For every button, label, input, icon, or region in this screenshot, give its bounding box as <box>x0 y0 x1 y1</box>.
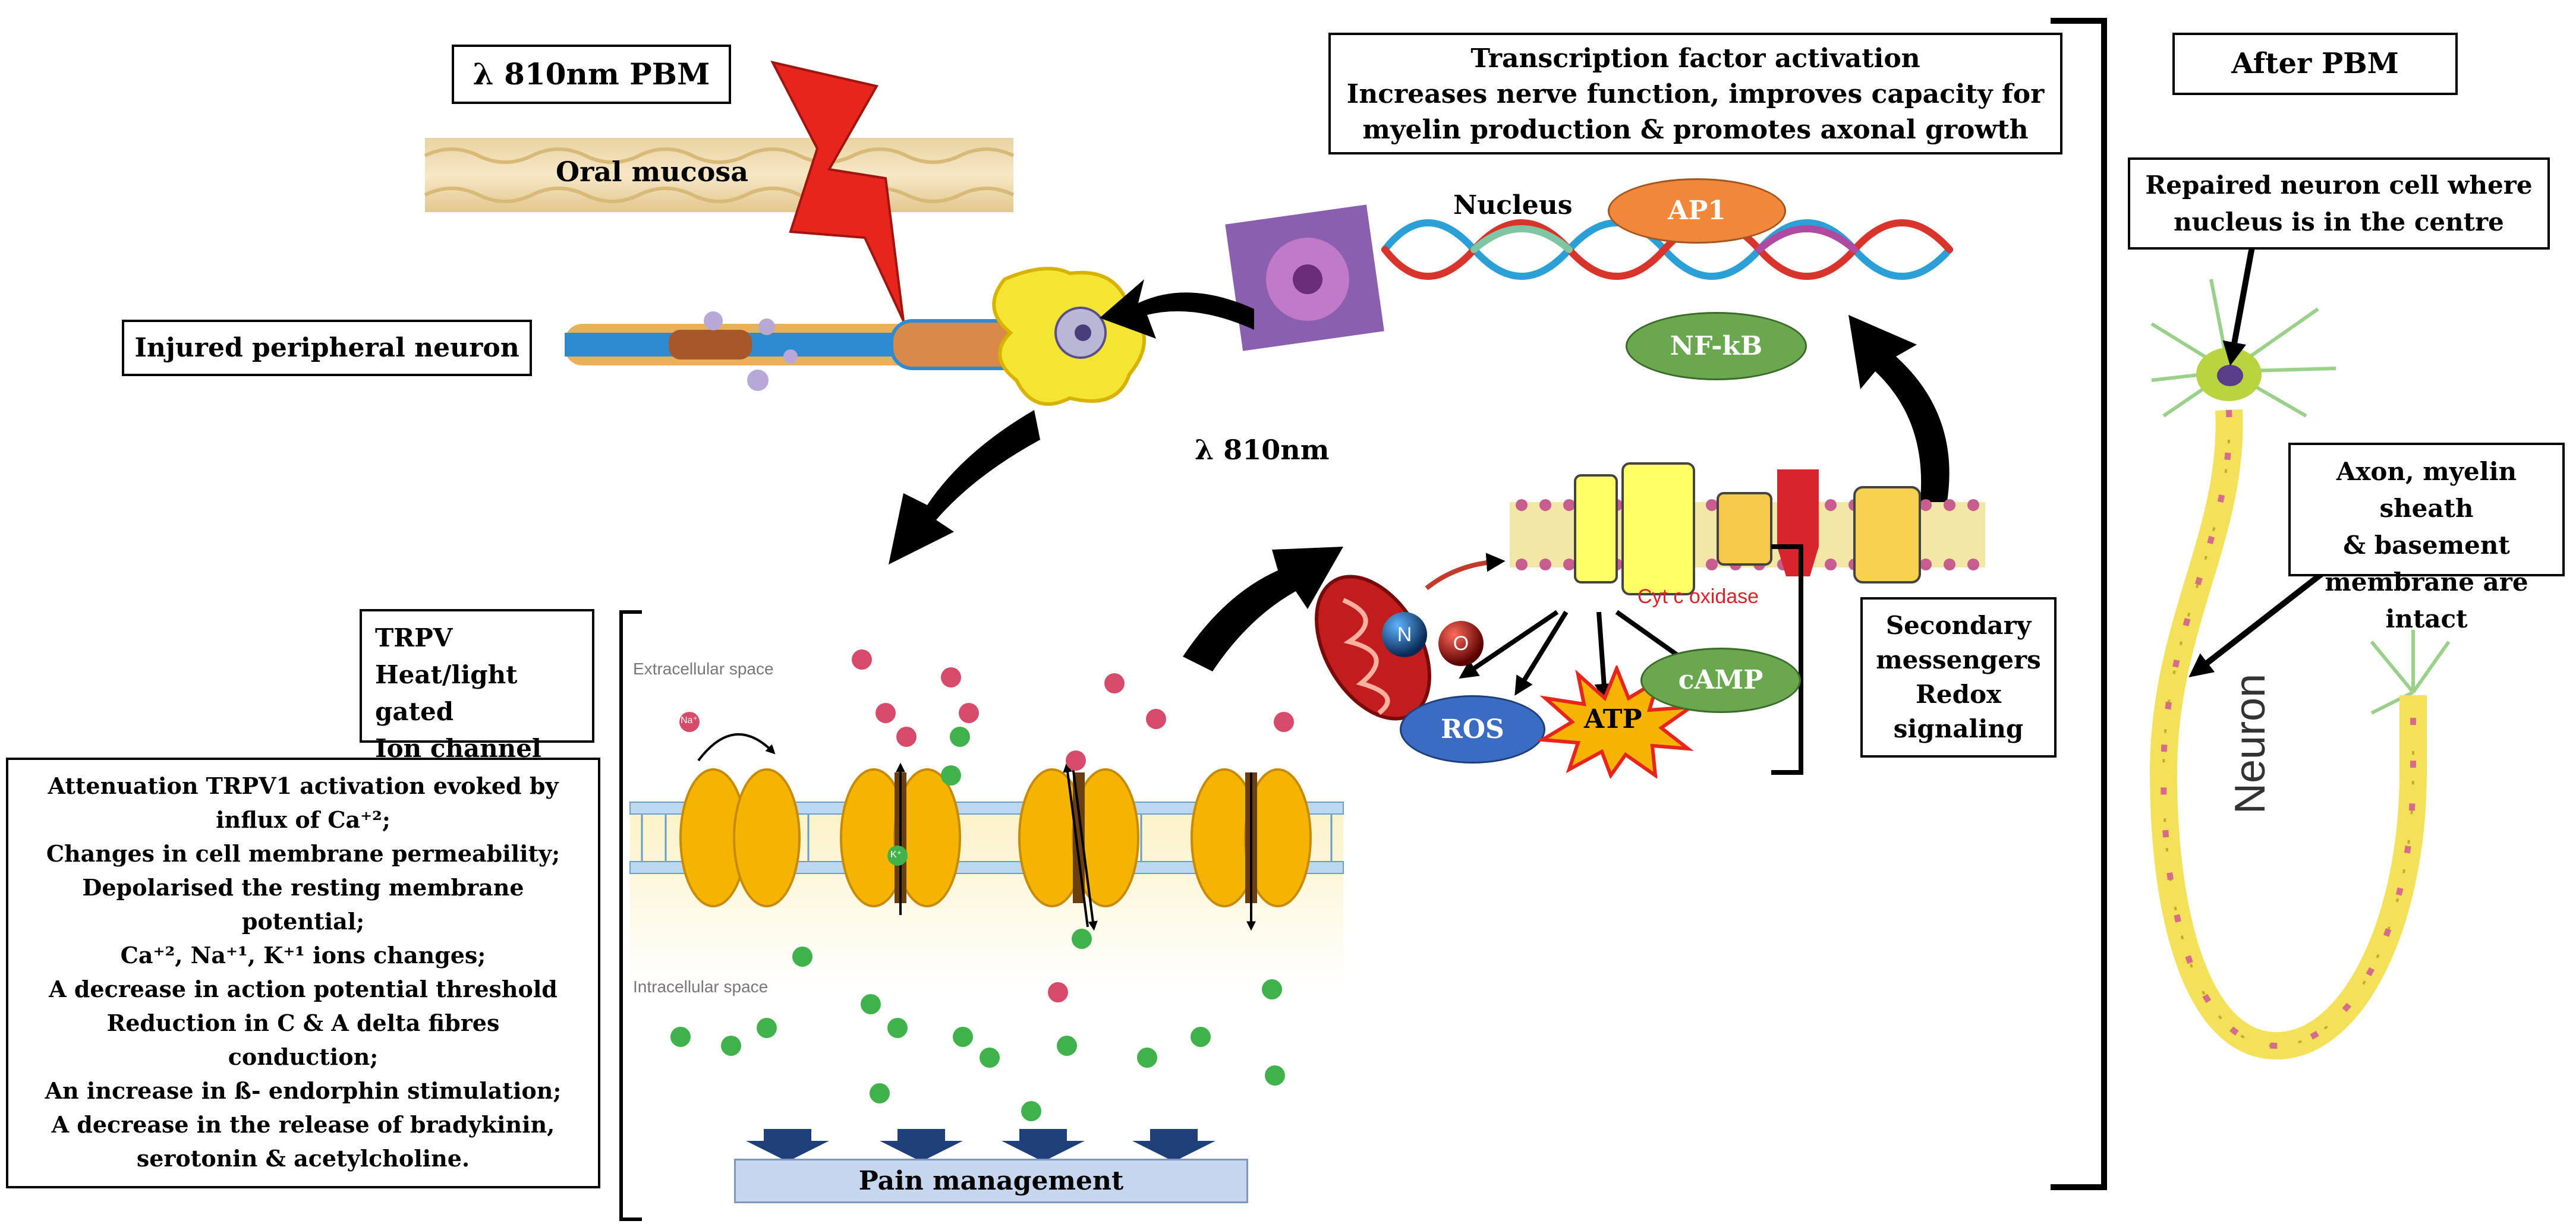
right-bracket <box>2051 18 2107 1190</box>
effects-line-6: Ca⁺², Na⁺¹, K⁺¹ ions changes; <box>120 942 486 969</box>
trpv-box: TRPV Heat/light gated Ion channel <box>360 609 594 763</box>
neuron-vertical-label: Neuron <box>2227 673 2274 814</box>
n-label: N <box>1397 623 1412 646</box>
after-pbm-box: After PBM <box>2172 33 2458 95</box>
effects-line-5: potential; <box>241 908 365 935</box>
ros-oval: ROS <box>1400 695 1545 764</box>
secondary-bracket <box>1771 544 1803 775</box>
pbm-label-box: λ 810nm PBM <box>452 45 731 104</box>
pain-management-bar: Pain management <box>734 1159 1248 1203</box>
na-ion-label: Na⁺ <box>681 715 698 726</box>
arrow-channel-to-mito <box>1183 547 1343 671</box>
secondary-line-1: Secondary <box>1885 611 2032 640</box>
trpv-line-2: Heat/light gated <box>375 660 518 726</box>
arrow-messengers-to-dna <box>1848 315 1950 505</box>
na-ions <box>679 649 1294 1002</box>
extracellular-label: Extracellular space <box>633 660 774 678</box>
atp-label: ATP <box>1584 704 1642 734</box>
nfkb-oval: NF-kB <box>1626 312 1807 380</box>
oral-mucosa-label: Oral mucosa <box>556 156 749 188</box>
effects-line-12: serotonin & acetylcholine. <box>136 1145 470 1172</box>
curved-arrows <box>889 279 1950 671</box>
neuron-cell-body <box>992 267 1146 406</box>
after-pbm-label: After PBM <box>2231 47 2399 80</box>
secondary-line-2: messengers <box>1876 645 2041 674</box>
blue-down-arrows <box>746 1129 1215 1162</box>
effects-line-8: Reduction in C & A delta fibres <box>106 1010 500 1036</box>
nucleus-label: Nucleus <box>1453 190 1573 220</box>
k-ions <box>670 727 1285 1121</box>
transcription-box: Transcription factor activation Increase… <box>1328 33 2062 154</box>
left-bracket <box>619 610 642 1221</box>
camp-label: cAMP <box>1678 665 1763 695</box>
injured-neuron-label: Injured peripheral neuron <box>134 333 519 363</box>
effects-line-3: Changes in cell membrane permeability; <box>46 840 560 867</box>
ion-channel-panel <box>629 733 1344 989</box>
arrow-mito-to-membrane <box>1425 553 1506 591</box>
repaired-neuron-box: Repaired neuron cell where nucleus is in… <box>2128 157 2550 250</box>
camp-oval: cAMP <box>1640 648 1801 713</box>
k-ion-label: K⁺ <box>890 850 902 860</box>
effects-line-11: A decrease in the release of bradykinin, <box>51 1111 555 1138</box>
ap1-oval: AP1 <box>1608 178 1786 244</box>
effects-line-1: Attenuation TRPV1 activation evoked by <box>48 772 559 799</box>
n-ball: N <box>1382 612 1427 657</box>
intact-line-1: Axon, myelin sheath <box>2336 457 2517 523</box>
secondary-messengers-box: Secondary messengers Redox signaling <box>1860 597 2057 758</box>
effects-line-4: Depolarised the resting membrane <box>82 874 524 901</box>
intracellular-label: Intracellular space <box>633 977 769 996</box>
secondary-line-4: signaling <box>1893 714 2024 743</box>
o-label: O <box>1453 632 1469 655</box>
repaired-neuron <box>2149 279 2451 1060</box>
pain-management-label: Pain management <box>858 1166 1124 1196</box>
effects-line-7: A decrease in action potential threshold <box>49 976 558 1002</box>
oral-mucosa-band <box>424 138 1015 212</box>
effects-line-2: influx of Ca⁺²; <box>216 806 391 833</box>
lambda-810-label: λ 810nm <box>1195 434 1330 466</box>
repaired-line-1: Repaired neuron cell where <box>2145 171 2533 200</box>
transcription-line-1: Transcription factor activation <box>1470 43 1920 74</box>
cyt-c-oxidase-label: Cyt c oxidase <box>1637 585 1759 608</box>
effects-box: Attenuation TRPV1 activation evoked by i… <box>6 758 600 1188</box>
injured-neuron-box: Injured peripheral neuron <box>122 320 532 376</box>
intact-line-3: membrane are intact <box>2325 567 2528 633</box>
trpv-line-1: TRPV <box>375 623 453 652</box>
intact-box: Axon, myelin sheath & basement membrane … <box>2288 443 2565 633</box>
transcription-line-3: myelin production & promotes axonal grow… <box>1362 115 2029 145</box>
o-ball: O <box>1438 621 1484 666</box>
arrow-neuron-to-channel <box>889 410 1040 564</box>
dna-strand <box>1381 219 1953 280</box>
effects-line-9: conduction; <box>228 1043 379 1070</box>
injured-axon <box>565 311 1030 391</box>
repaired-line-2: nucleus is in the centre <box>2174 207 2504 236</box>
etc-membrane <box>1510 462 1985 595</box>
secondary-line-3: Redox <box>1915 680 2002 709</box>
transcription-line-2: Increases nerve function, improves capac… <box>1346 79 2045 109</box>
pbm-label: λ 810nm PBM <box>473 56 710 92</box>
arrow-nucleus-to-neuron <box>1100 279 1254 339</box>
ros-label: ROS <box>1441 714 1504 745</box>
ap1-label: AP1 <box>1668 195 1726 226</box>
effects-line-10: An increase in ß- endorphin stimulation; <box>45 1077 562 1104</box>
nfkb-label: NF-kB <box>1670 331 1763 361</box>
intact-line-2: & basement <box>2343 531 2510 560</box>
nucleus-image <box>1225 204 1384 351</box>
